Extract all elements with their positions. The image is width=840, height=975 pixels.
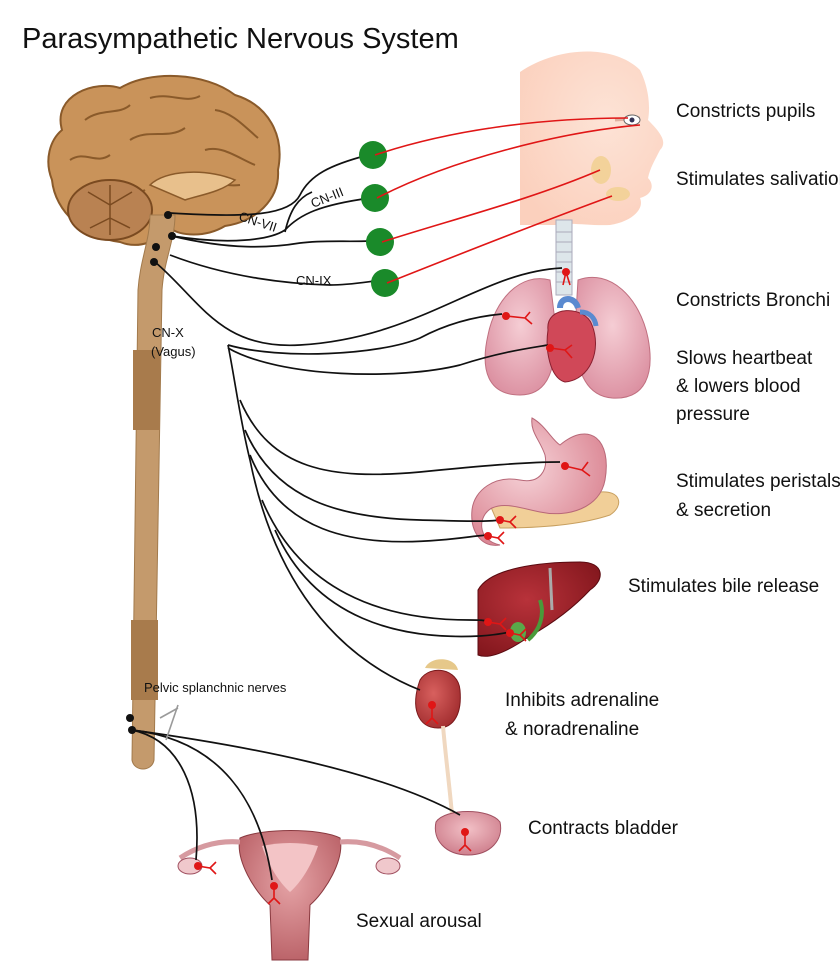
pterygopalatine-ganglion: [361, 184, 389, 212]
effect-heart-line1: Slows heartbeat: [676, 348, 813, 369]
effect-adrenal-line2: & noradrenaline: [505, 719, 639, 740]
nerve-endings: [194, 268, 591, 905]
effect-salivation: Stimulates salivation: [676, 169, 840, 190]
pelvic-nerves-label: Pelvic splanchnic nerves: [144, 680, 287, 695]
ending-pancreas: [496, 515, 517, 529]
vagus-trunk: [227, 344, 421, 691]
postganglionic-head-fibers: [374, 117, 641, 284]
ureter: [441, 725, 454, 816]
cerebellum: [67, 179, 153, 241]
ending-heart: [546, 344, 573, 359]
nerve-nuclei: [126, 211, 176, 734]
ending-gallbladder: [506, 628, 527, 642]
pelvic-bladder-fiber: [131, 729, 461, 816]
salivary-glands: [591, 156, 630, 201]
effect-bladder: Contracts bladder: [528, 818, 679, 839]
otic-ganglion: [371, 269, 399, 297]
ending-uterus: [267, 882, 281, 905]
vagus-pancreas-fiber: [244, 429, 501, 523]
cn10-label-line2: (Vagus): [151, 344, 196, 359]
ending-liver: [484, 617, 507, 631]
diagram-title: Parasympathetic Nervous System: [22, 23, 459, 55]
adrenal-gland: [425, 659, 458, 670]
pelvic-fibers: [131, 704, 461, 881]
cn9-fiber: [169, 254, 384, 286]
effect-heart-line3: pressure: [676, 404, 750, 425]
effect-peristalsis-line1: Stimulates peristalsis: [676, 471, 840, 492]
effect-pupils: Constricts pupils: [676, 101, 815, 122]
effect-heart-line2: & lowers blood: [676, 376, 801, 397]
ending-ovary: [194, 861, 217, 875]
ending-bladder: [458, 828, 472, 852]
ciliary-ganglion: [359, 141, 387, 169]
submandibular-ganglion: [366, 228, 394, 256]
effect-bronchi: Constricts Bronchi: [676, 290, 830, 311]
effect-sexual: Sexual arousal: [356, 911, 482, 932]
liver: [477, 561, 601, 657]
cranial-nerve-fibers: [169, 154, 384, 286]
cn3-fiber: [169, 154, 369, 216]
spinal-cord: [131, 214, 176, 770]
vagus-liver-fiber: [261, 499, 489, 623]
ending-duodenum: [484, 531, 505, 545]
ending-adrenal: [425, 701, 439, 725]
eye-icon: [623, 114, 641, 126]
vagus-lung-fiber: [227, 313, 503, 355]
effect-adrenal-line1: Inhibits adrenaline: [505, 690, 659, 711]
cn7-branch-fiber: [171, 235, 371, 248]
cn10-label-line1: CN-X: [152, 325, 184, 340]
ending-bronchi: [562, 268, 571, 286]
effect-bile: Stimulates bile release: [628, 576, 819, 597]
ending-stomach: [561, 461, 591, 477]
lungs: [484, 276, 651, 399]
vagus-gallbladder-fiber: [274, 529, 511, 638]
pelvic-ovary-fiber: [131, 729, 198, 861]
effect-peristalsis-line2: & secretion: [676, 500, 771, 521]
vagus-heart-fiber: [227, 344, 549, 375]
vagus-duodenum-fiber: [249, 454, 491, 543]
cn3-bend: [284, 191, 313, 233]
pelvic-uterus-fiber: [131, 729, 273, 881]
stomach: [471, 417, 607, 546]
vagus-nerve-fibers: [154, 261, 563, 691]
face: [520, 51, 664, 226]
vagus-stomach-fiber: [239, 399, 561, 476]
cn9-label: CN-IX: [296, 273, 332, 288]
kidney: [415, 669, 461, 729]
ending-lung: [502, 311, 533, 325]
vagus-bronchi-fiber: [154, 261, 563, 347]
uterus: [177, 830, 402, 961]
